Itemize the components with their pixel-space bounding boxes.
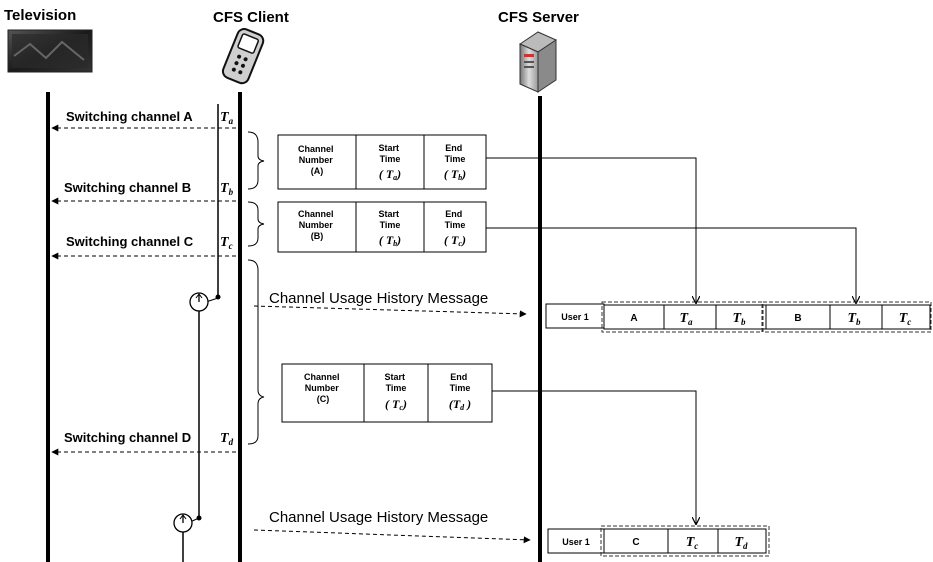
event-b: Switching channel B Tb [52, 180, 236, 201]
mobile-phone-icon [221, 27, 266, 85]
server-row-1: User 1 A Ta Tb B Tb Tc [546, 302, 931, 332]
server-cell: A [630, 313, 637, 324]
message-1: Channel Usage History Message [254, 290, 526, 314]
event-time: Ta [220, 110, 234, 126]
record-start-time: ( Ta) [379, 167, 401, 182]
event-label: Switching channel B [64, 180, 191, 195]
record-a: Channel Number (A) Start Time ( Ta) End … [278, 135, 486, 189]
server-row-2: User 1 C Tc Td [548, 526, 769, 556]
record-start: Start Time [378, 209, 401, 230]
record-end-time: (Td ) [449, 397, 471, 412]
message-arrow [254, 306, 526, 314]
event-d: Switching channel D Td [52, 430, 236, 452]
event-label: Switching channel A [66, 109, 193, 124]
record-start-time: ( Tc) [385, 397, 407, 412]
record-end-time: ( Tb) [444, 167, 466, 182]
event-time: Tb [220, 181, 234, 197]
server-row-user: User 1 [561, 312, 589, 322]
interval-brace-b [248, 202, 264, 246]
actor-server-label: CFS Server [498, 9, 579, 26]
message-label: Channel Usage History Message [269, 290, 488, 307]
server-tower-icon [520, 32, 556, 92]
record-start: Start Time [384, 372, 407, 393]
actor-client-label: CFS Client [213, 9, 289, 26]
record-start: Start Time [378, 143, 401, 164]
event-time: Tc [220, 235, 233, 251]
record-a-connector [486, 158, 696, 303]
event-c: Switching channel C Tc [52, 234, 236, 256]
interval-brace-a [248, 132, 264, 189]
timer-icon [190, 293, 221, 518]
message-label: Channel Usage History Message [269, 509, 488, 526]
record-end: End Time [445, 143, 466, 164]
event-a: Switching channel A Ta [52, 109, 236, 128]
timer-icon [174, 514, 202, 562]
record-c: Channel Number (C) Start Time ( Tc) End … [282, 364, 492, 422]
record-end: End Time [450, 372, 471, 393]
record-end: End Time [445, 209, 466, 230]
server-row-user: User 1 [562, 537, 590, 547]
message-arrow [254, 530, 530, 540]
event-label: Switching channel D [64, 430, 191, 445]
message-2: Channel Usage History Message [254, 509, 530, 540]
event-time: Td [220, 431, 234, 447]
server-cell: B [794, 313, 801, 324]
record-end-time: ( Tc) [444, 233, 466, 248]
record-start-time: ( Tb) [379, 233, 401, 248]
event-label: Switching channel C [66, 234, 194, 249]
server-cell: C [632, 537, 639, 548]
record-b: Channel Number (B) Start Time ( Tb) End … [278, 202, 486, 252]
television-icon [8, 30, 92, 72]
record-c-connector [492, 391, 696, 524]
actor-television-label: Television [4, 7, 76, 24]
interval-brace-c [248, 260, 264, 444]
